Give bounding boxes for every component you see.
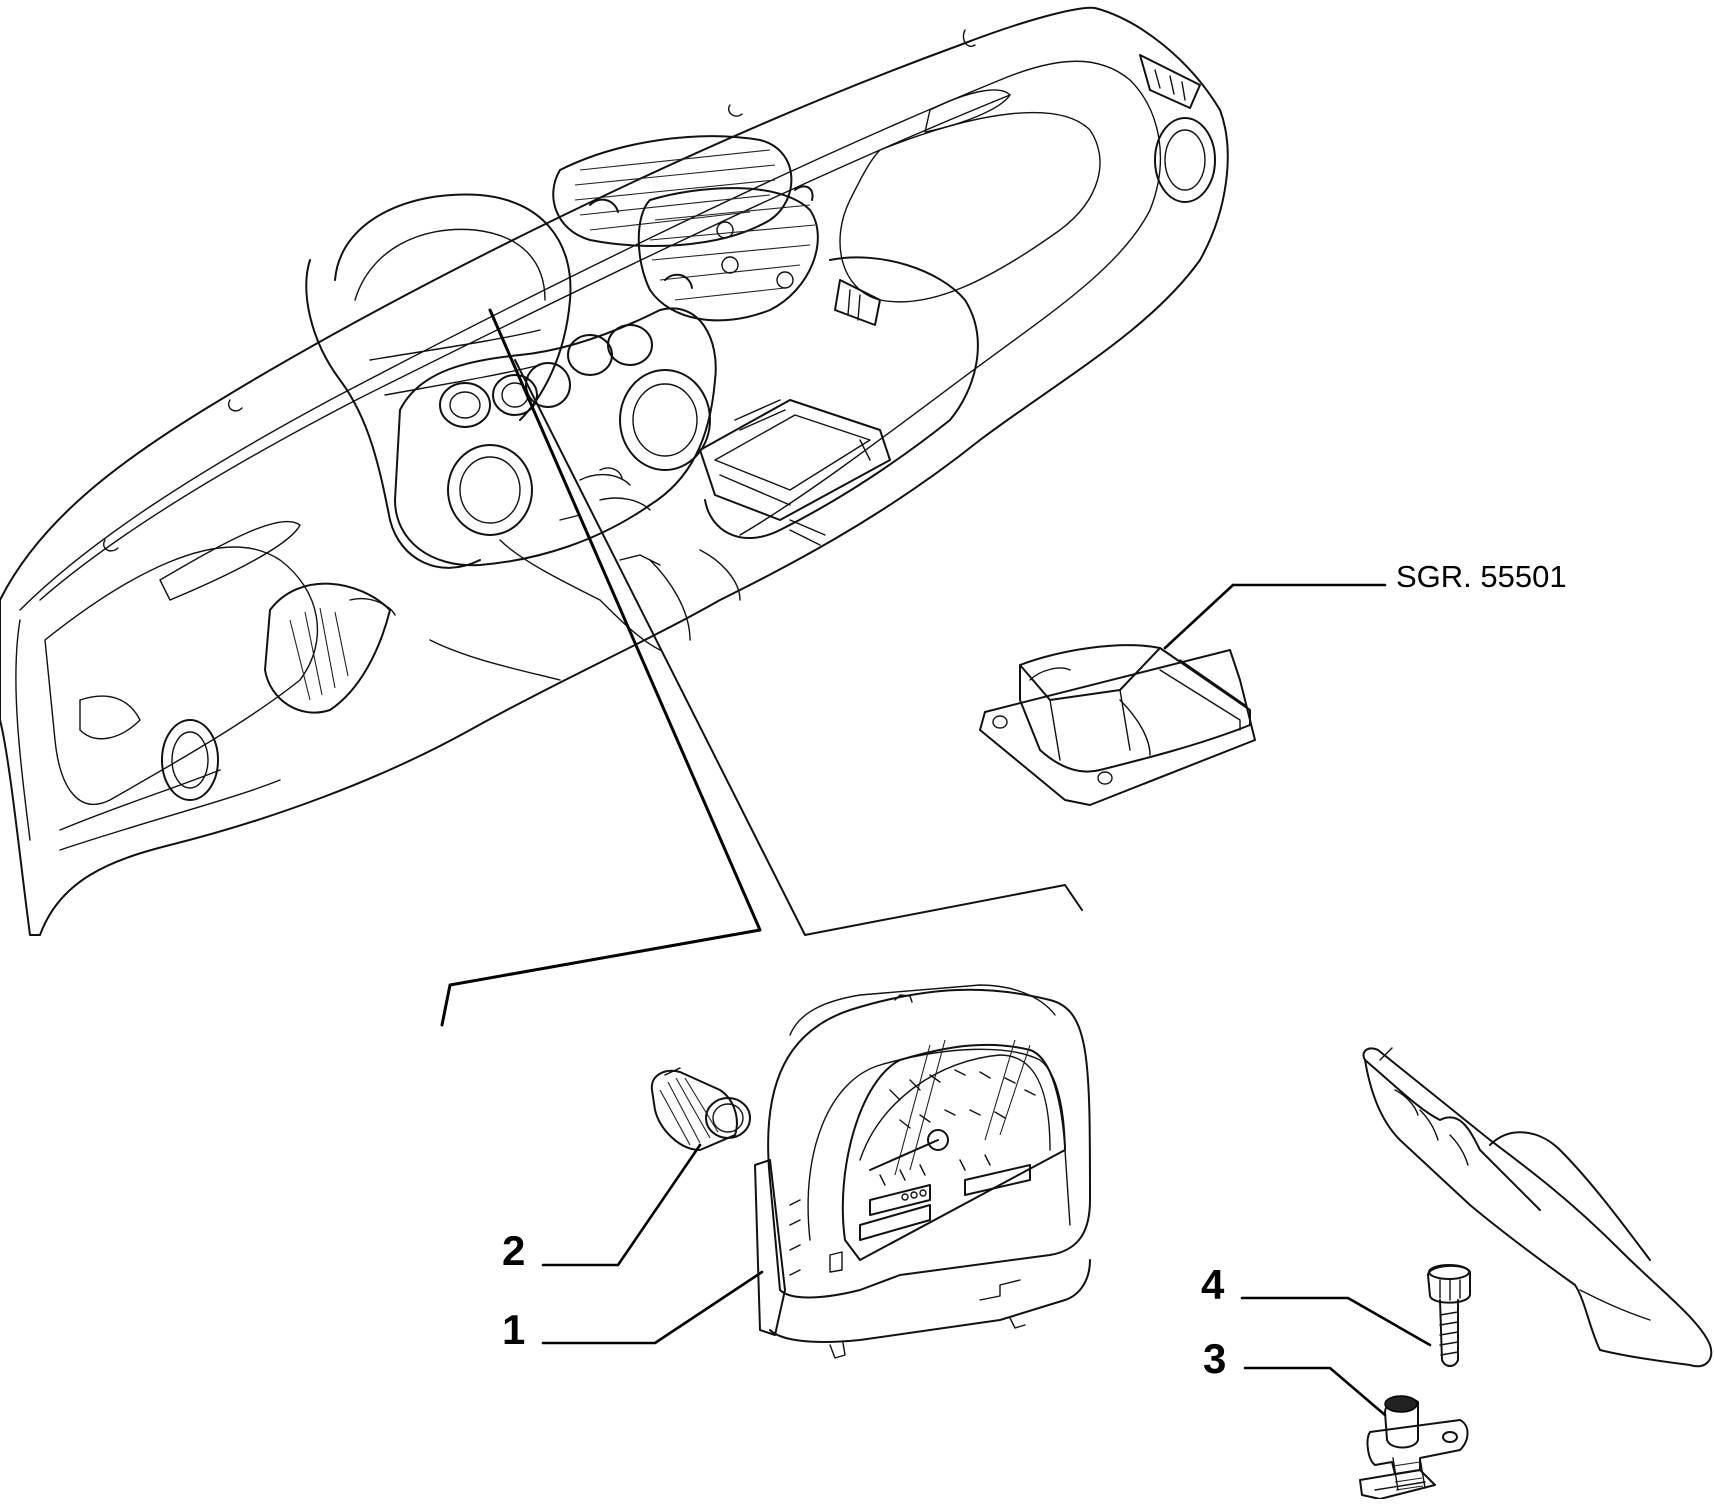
- screw: [1427, 1264, 1471, 1367]
- bulb-socket: [650, 1067, 751, 1151]
- callout-2: 2: [502, 1227, 525, 1274]
- instrument-cluster: [754, 984, 1091, 1359]
- callout-4: 4: [1201, 1261, 1225, 1308]
- callout-3: 3: [1203, 1335, 1226, 1382]
- assembly-leader-lines: [440, 308, 1083, 1027]
- handbrake-switch: [1359, 1395, 1469, 1500]
- callout-leaders: [541, 1143, 1432, 1417]
- ref-leader-line: [1163, 583, 1235, 650]
- dashboard-assembly: [0, 6, 1229, 936]
- airbag-control-unit: [979, 644, 1256, 806]
- callout-1: 1: [502, 1306, 525, 1353]
- handbrake-lever: [1362, 1047, 1713, 1368]
- reference-label: SGR. 55501: [1396, 559, 1567, 594]
